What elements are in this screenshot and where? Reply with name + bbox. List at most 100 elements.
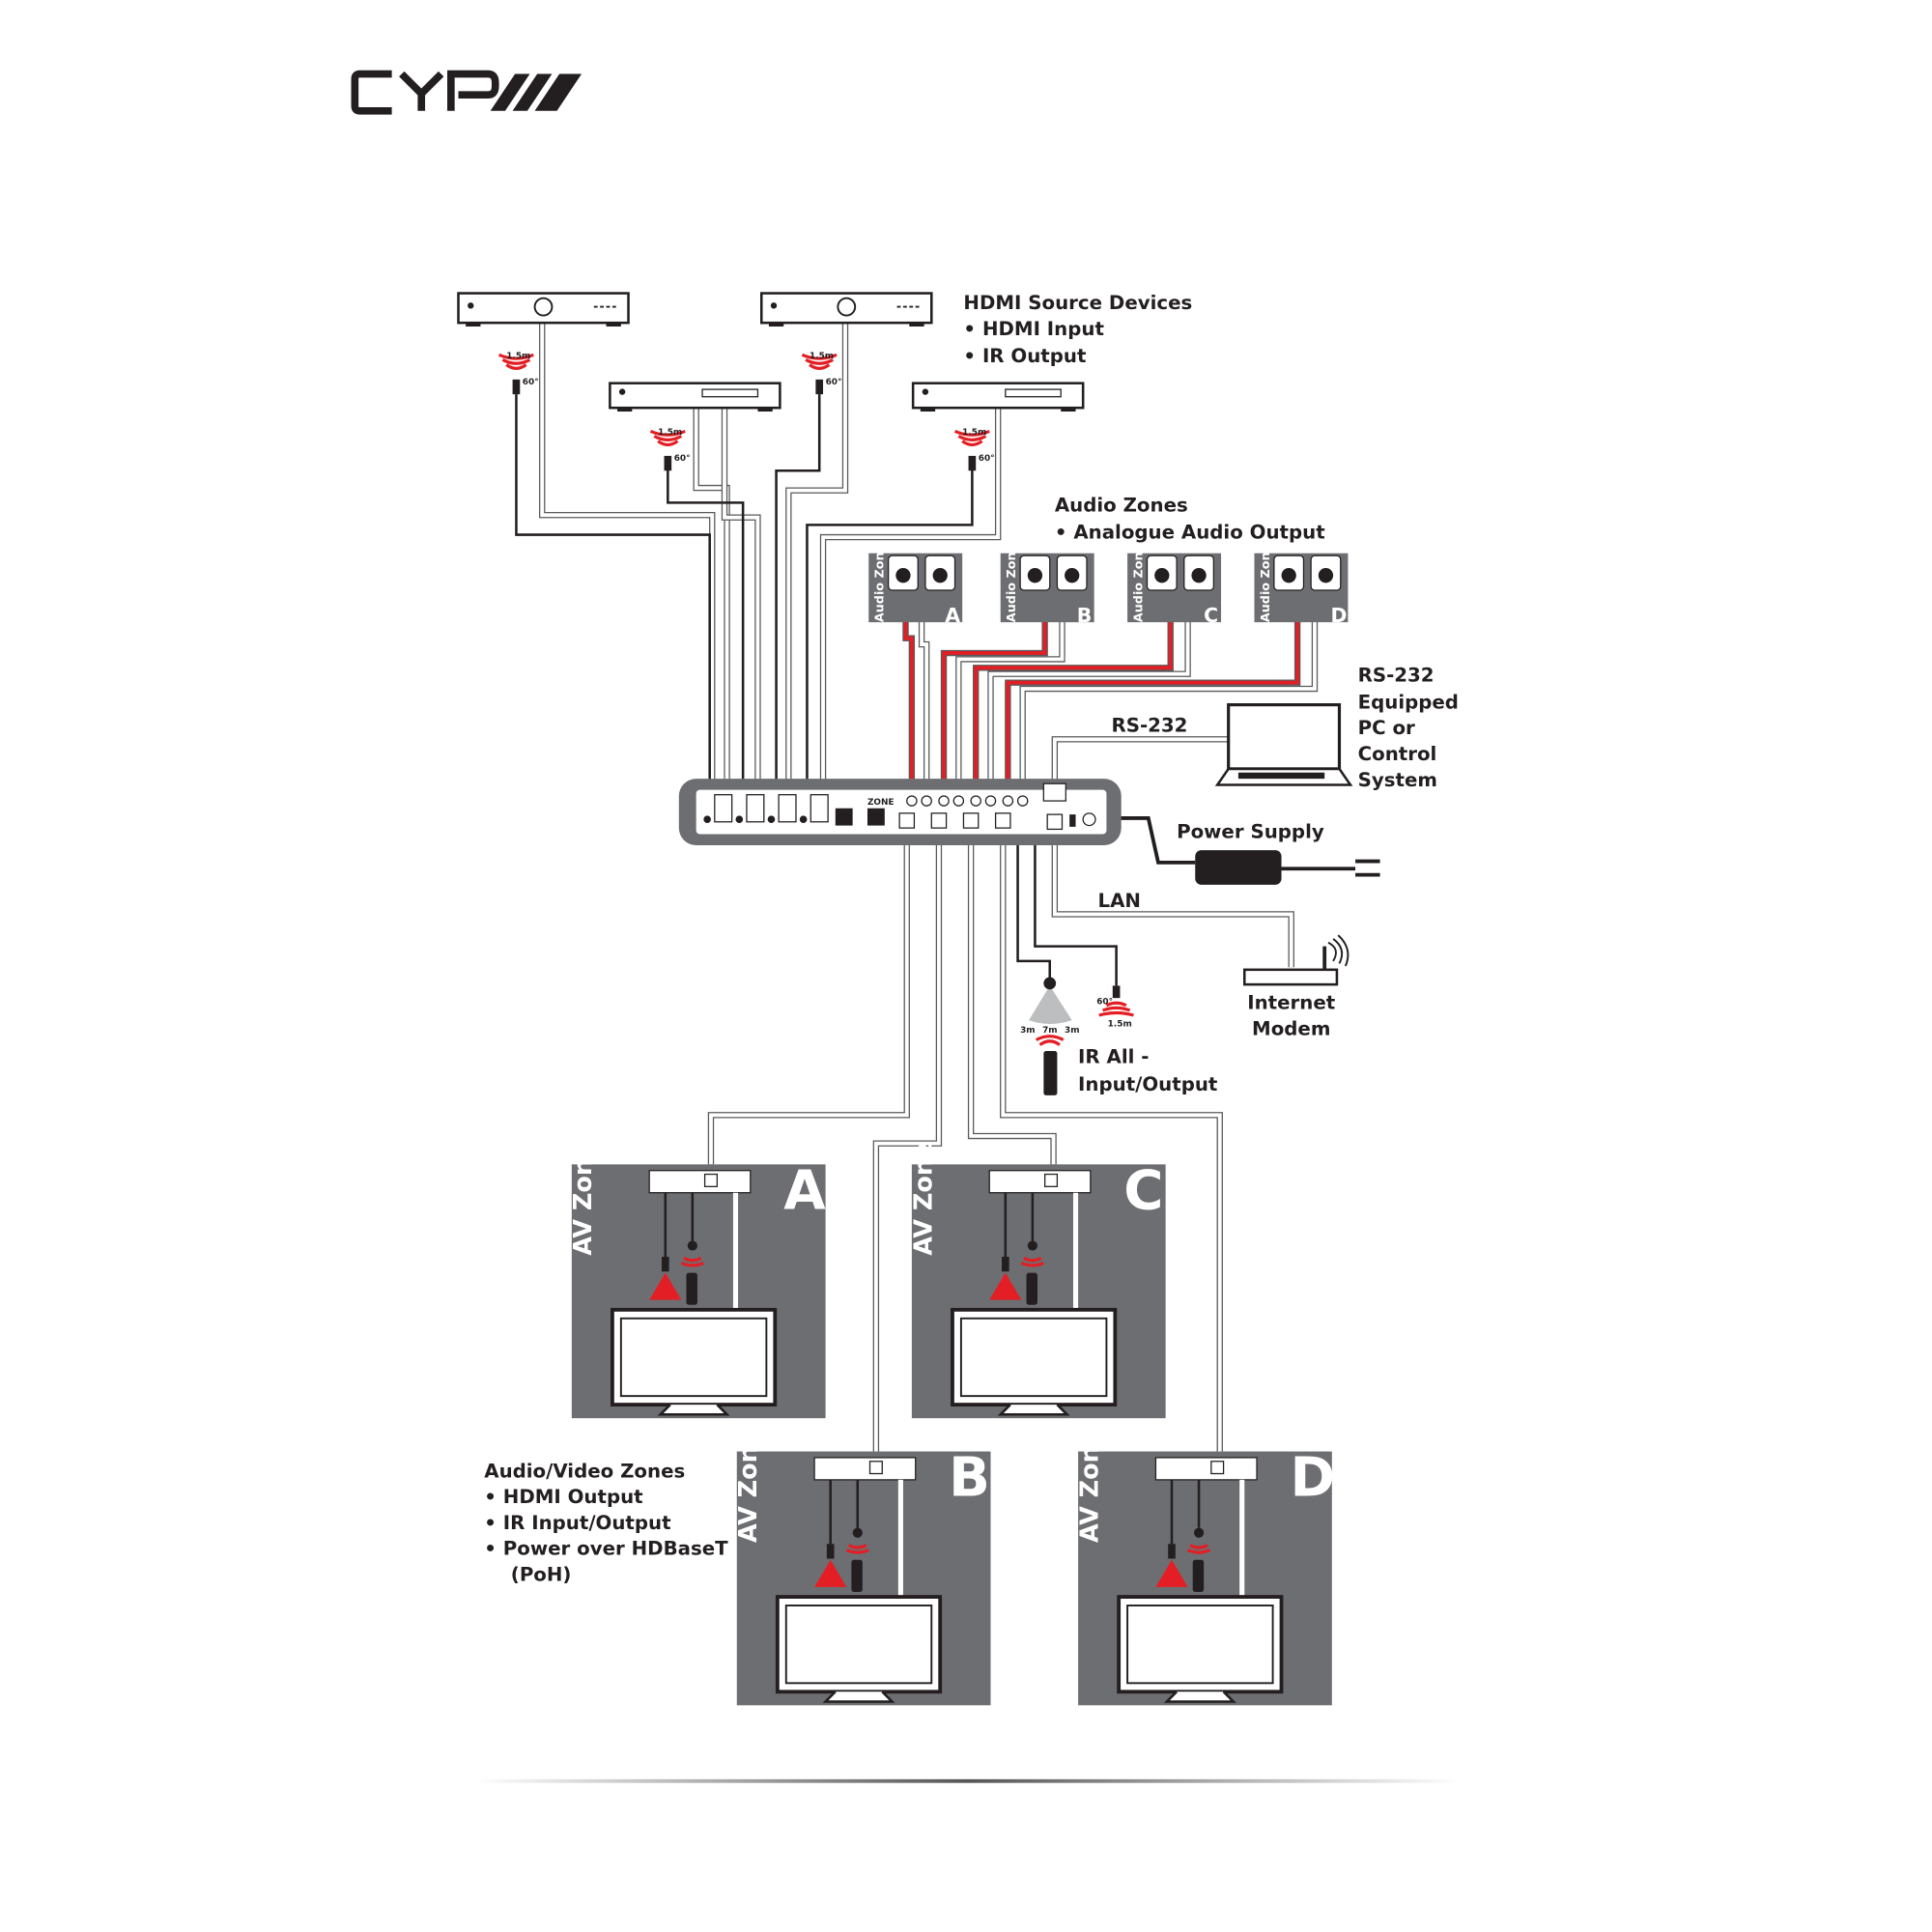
- hdbaset-receiver: [988, 1170, 1092, 1194]
- ir-wave-icon: [649, 429, 686, 437]
- disc-tray: [701, 388, 759, 398]
- audio-jack: [970, 795, 981, 807]
- device-foot: [466, 323, 481, 327]
- hdbaset-receiver: [648, 1170, 752, 1194]
- audio-zones-bullet: • Analogue Audio Output: [1055, 521, 1325, 543]
- tv-stand: [657, 1404, 730, 1416]
- receiver-lan-port: [1043, 1173, 1059, 1187]
- ir-wave-icon: [497, 353, 534, 360]
- audio-jack: [952, 795, 965, 807]
- ir-range-right: 3m: [1065, 1026, 1079, 1036]
- ir-wire: [1004, 1192, 1035, 1258]
- rs232-device-line-4: Control: [1358, 743, 1437, 765]
- lan-label: LAN: [1097, 890, 1140, 912]
- ir-angle-label: 60°: [674, 454, 691, 464]
- av-zone-letter: A: [783, 1159, 826, 1222]
- cable-core: [723, 408, 760, 795]
- ir-emitter-icon: [1168, 1544, 1176, 1559]
- device-foot: [757, 408, 773, 412]
- sources-title: HDMI Source Devices: [963, 292, 1192, 314]
- ir-wave-icon: [1186, 1548, 1211, 1554]
- cable-core: [1001, 845, 1222, 1452]
- hdmi-source-device: [609, 382, 781, 412]
- ir-out-port: [767, 815, 776, 824]
- cables: [515, 323, 1356, 1452]
- hdmi-input-port: [778, 794, 797, 823]
- hdmi-input-port: [810, 794, 829, 823]
- ir-range-label: 1.5m: [962, 428, 986, 438]
- cable-core: [956, 588, 1065, 789]
- ir-wave-icon: [680, 1261, 704, 1267]
- hdmi-input-port: [714, 794, 733, 823]
- ir-wire: [775, 394, 821, 802]
- ir-all-label-1: IR All -: [1078, 1046, 1149, 1068]
- audio-jack: [984, 795, 997, 807]
- hdbaset-port: [994, 812, 1011, 829]
- av-zone-letter: B: [949, 1446, 990, 1509]
- ir-wave-icon: [653, 435, 683, 441]
- speaker-cone: [1065, 568, 1080, 583]
- tv-screen: [784, 1605, 933, 1685]
- ir-wave-icon: [1023, 1256, 1042, 1263]
- hdmi-source-device: [457, 292, 630, 327]
- ir-receiver-icon: [1193, 1527, 1205, 1538]
- ir-range-label: 1.5m: [810, 352, 834, 361]
- keys: [1237, 772, 1325, 780]
- receiver-lan-port: [868, 1461, 883, 1475]
- av-zone-letter: D: [1290, 1446, 1335, 1509]
- av-zone-A: AV Zone A: [569, 1142, 826, 1419]
- ir-wave-icon: [1020, 1261, 1045, 1267]
- ir-angle-label: 60°: [523, 378, 539, 387]
- ir-wave-icon: [1189, 1544, 1208, 1549]
- internet-modem: [1242, 934, 1350, 986]
- ir-wave-icon: [1102, 1006, 1131, 1012]
- wifi-icon: [1337, 934, 1350, 967]
- speaker-cone: [1154, 568, 1170, 583]
- ir-emitter-angle: 60°: [1096, 998, 1113, 1008]
- ir-wire: [806, 468, 974, 802]
- ir-all-label-2: Input/Output: [1078, 1073, 1217, 1095]
- tv-screen: [959, 1317, 1108, 1398]
- audio-jack: [1016, 795, 1029, 807]
- ir-emitter-icon: [815, 379, 824, 395]
- tv-stand: [997, 1404, 1070, 1416]
- audio-jack: [938, 795, 950, 807]
- ir-emitter: 1.5m 60°: [801, 352, 842, 395]
- speaker-cone: [895, 568, 911, 583]
- av-zone-label: AV Zone: [569, 1142, 598, 1256]
- rs232-device-line-3: PC or: [1358, 717, 1415, 739]
- wifi-icon: [1332, 938, 1344, 964]
- ir-emitter-icon: [664, 455, 672, 471]
- ir-receiver-icon: [687, 1240, 697, 1251]
- ir-wave-icon: [1105, 1001, 1127, 1008]
- ir-emitter-beam: [814, 1559, 847, 1587]
- speaker-cone: [1281, 568, 1296, 583]
- cable-core: [974, 588, 1173, 789]
- audio-zone-label: Audio Zone: [873, 543, 888, 622]
- hdmi-input-port: [746, 794, 765, 823]
- hdbaset-matrix-switch: [678, 779, 1122, 845]
- ir-angle-label: 60°: [826, 378, 842, 387]
- cable-core: [1052, 845, 1293, 968]
- speaker-cone: [1318, 568, 1334, 583]
- cable-core: [786, 323, 847, 795]
- speaker-cone: [1027, 568, 1043, 583]
- ir-wave-icon: [953, 429, 990, 437]
- disc-icon: [533, 297, 554, 317]
- remote-control-icon: [1026, 1272, 1037, 1305]
- cable-core: [1006, 588, 1300, 789]
- ir-wire: [829, 1479, 860, 1545]
- audio-zone-label: Audio Zone: [1259, 543, 1273, 622]
- sources-bullet-1: • HDMI Input: [963, 318, 1103, 340]
- audio-zone-letter: A: [945, 604, 960, 627]
- wifi-icon: [1327, 941, 1337, 962]
- rs232-device-line-2: Equipped: [1358, 691, 1459, 713]
